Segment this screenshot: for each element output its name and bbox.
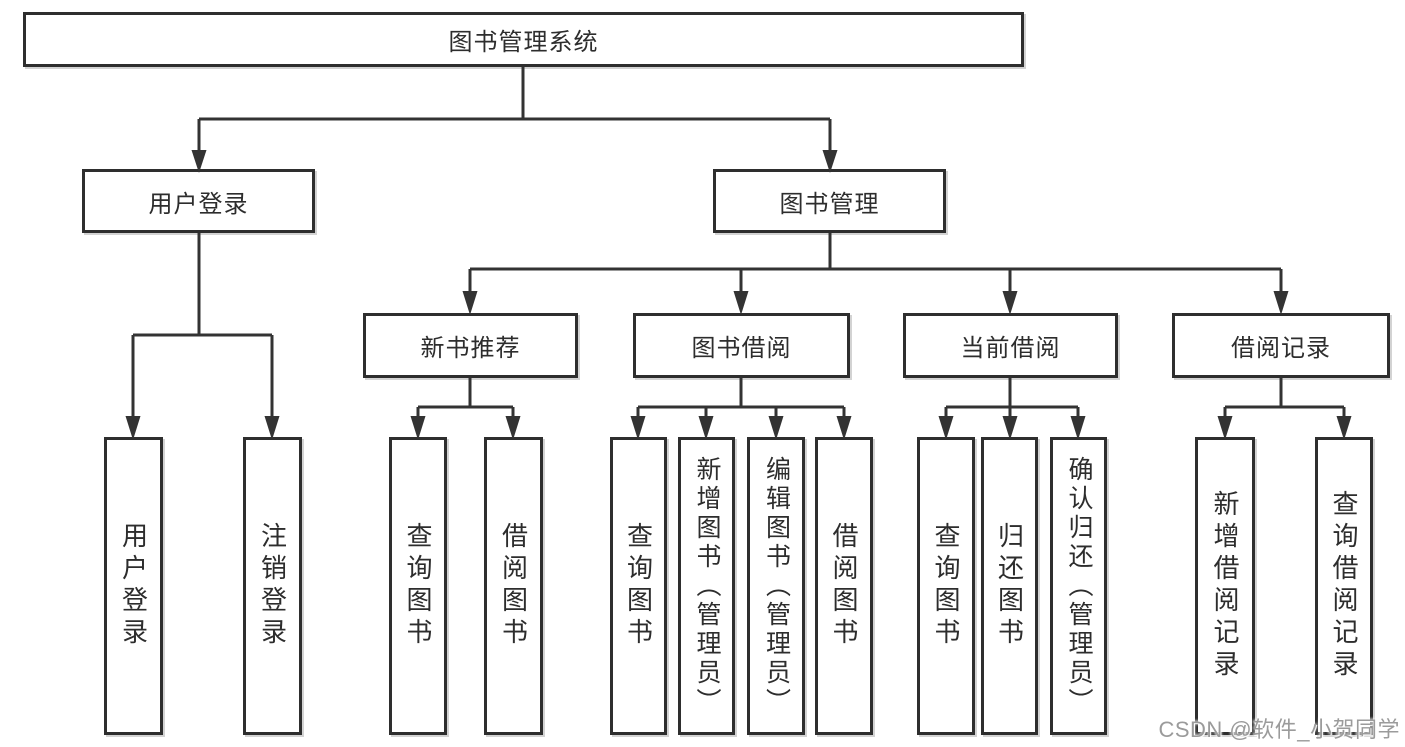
leaf-bb-query-book: 查询图书 [610,437,667,735]
leaf-nbr-borrow-book-label: 借阅图书 [498,522,529,650]
leaf-cb-query-book-label: 查询图书 [931,522,961,650]
leaf-cb-return-book: 归还图书 [981,437,1038,735]
leaf-br-query-record: 查询借阅记录 [1315,437,1373,735]
connector-book-borrow-to-children [636,378,846,417]
leaf-cb-confirm-return-admin-label: 确认归还（管理员） [1065,455,1093,717]
node-user-login: 用户登录 [82,169,315,233]
leaf-br-add-record-label: 新增借阅记录 [1210,490,1240,682]
leaf-nbr-borrow-book: 借阅图书 [484,437,543,735]
node-book-management: 图书管理 [713,169,946,233]
node-current-borrow: 当前借阅 [903,313,1118,378]
leaf-nbr-query-book-label: 查询图书 [403,522,433,650]
node-book-borrow: 图书借阅 [633,313,850,378]
connector-book-management-to-level2 [468,233,1283,292]
connector-current-borrow-to-children [944,378,1080,417]
connector-user-login-to-children [131,233,274,417]
leaf-bb-add-book-admin: 新增图书（管理员） [678,437,735,735]
node-borrow-record-label: 借阅记录 [1231,335,1331,362]
leaf-bb-add-book-admin-label: 新增图书（管理员） [693,455,721,717]
leaf-cb-return-book-label: 归还图书 [994,522,1025,650]
node-book-borrow-label: 图书借阅 [691,335,792,362]
leaf-user-login-label: 用户登录 [118,522,149,650]
node-root-system: 图书管理系统 [23,12,1024,67]
leaf-bb-query-book-label: 查询图书 [623,522,654,650]
connector-new-book-recommend-to-children [416,378,515,417]
node-new-book-recommend-label: 新书推荐 [420,335,521,362]
watermark-csdn: CSDN @软件_小贺同学 [1158,717,1400,742]
leaf-cb-confirm-return-admin: 确认归还（管理员） [1050,437,1107,735]
leaf-logout: 注销登录 [243,437,302,735]
leaf-bb-borrow-book: 借阅图书 [815,437,873,735]
leaf-br-query-record-label: 查询借阅记录 [1329,490,1359,682]
leaf-bb-edit-book-admin: 编辑图书（管理员） [747,437,805,735]
arrowheads-level2 [462,291,1289,315]
leaf-bb-borrow-book-label: 借阅图书 [829,522,859,650]
node-user-login-label: 用户登录 [148,190,249,218]
node-current-borrow-label: 当前借阅 [960,335,1061,362]
leaf-nbr-query-book: 查询图书 [389,437,447,735]
node-root-system-label: 图书管理系统 [448,29,599,56]
connector-borrow-record-to-children [1223,378,1346,417]
node-borrow-record: 借阅记录 [1172,313,1390,378]
leaf-cb-query-book: 查询图书 [917,437,975,735]
leaf-bb-edit-book-admin-label: 编辑图书（管理员） [762,455,791,717]
leaf-br-add-record: 新增借阅记录 [1195,437,1255,735]
node-new-book-recommend: 新书推荐 [363,313,578,378]
node-book-management-label: 图书管理 [779,190,880,218]
connector-root-to-level1 [197,67,832,151]
leaf-logout-label: 注销登录 [257,522,288,650]
leaf-user-login: 用户登录 [104,437,163,735]
